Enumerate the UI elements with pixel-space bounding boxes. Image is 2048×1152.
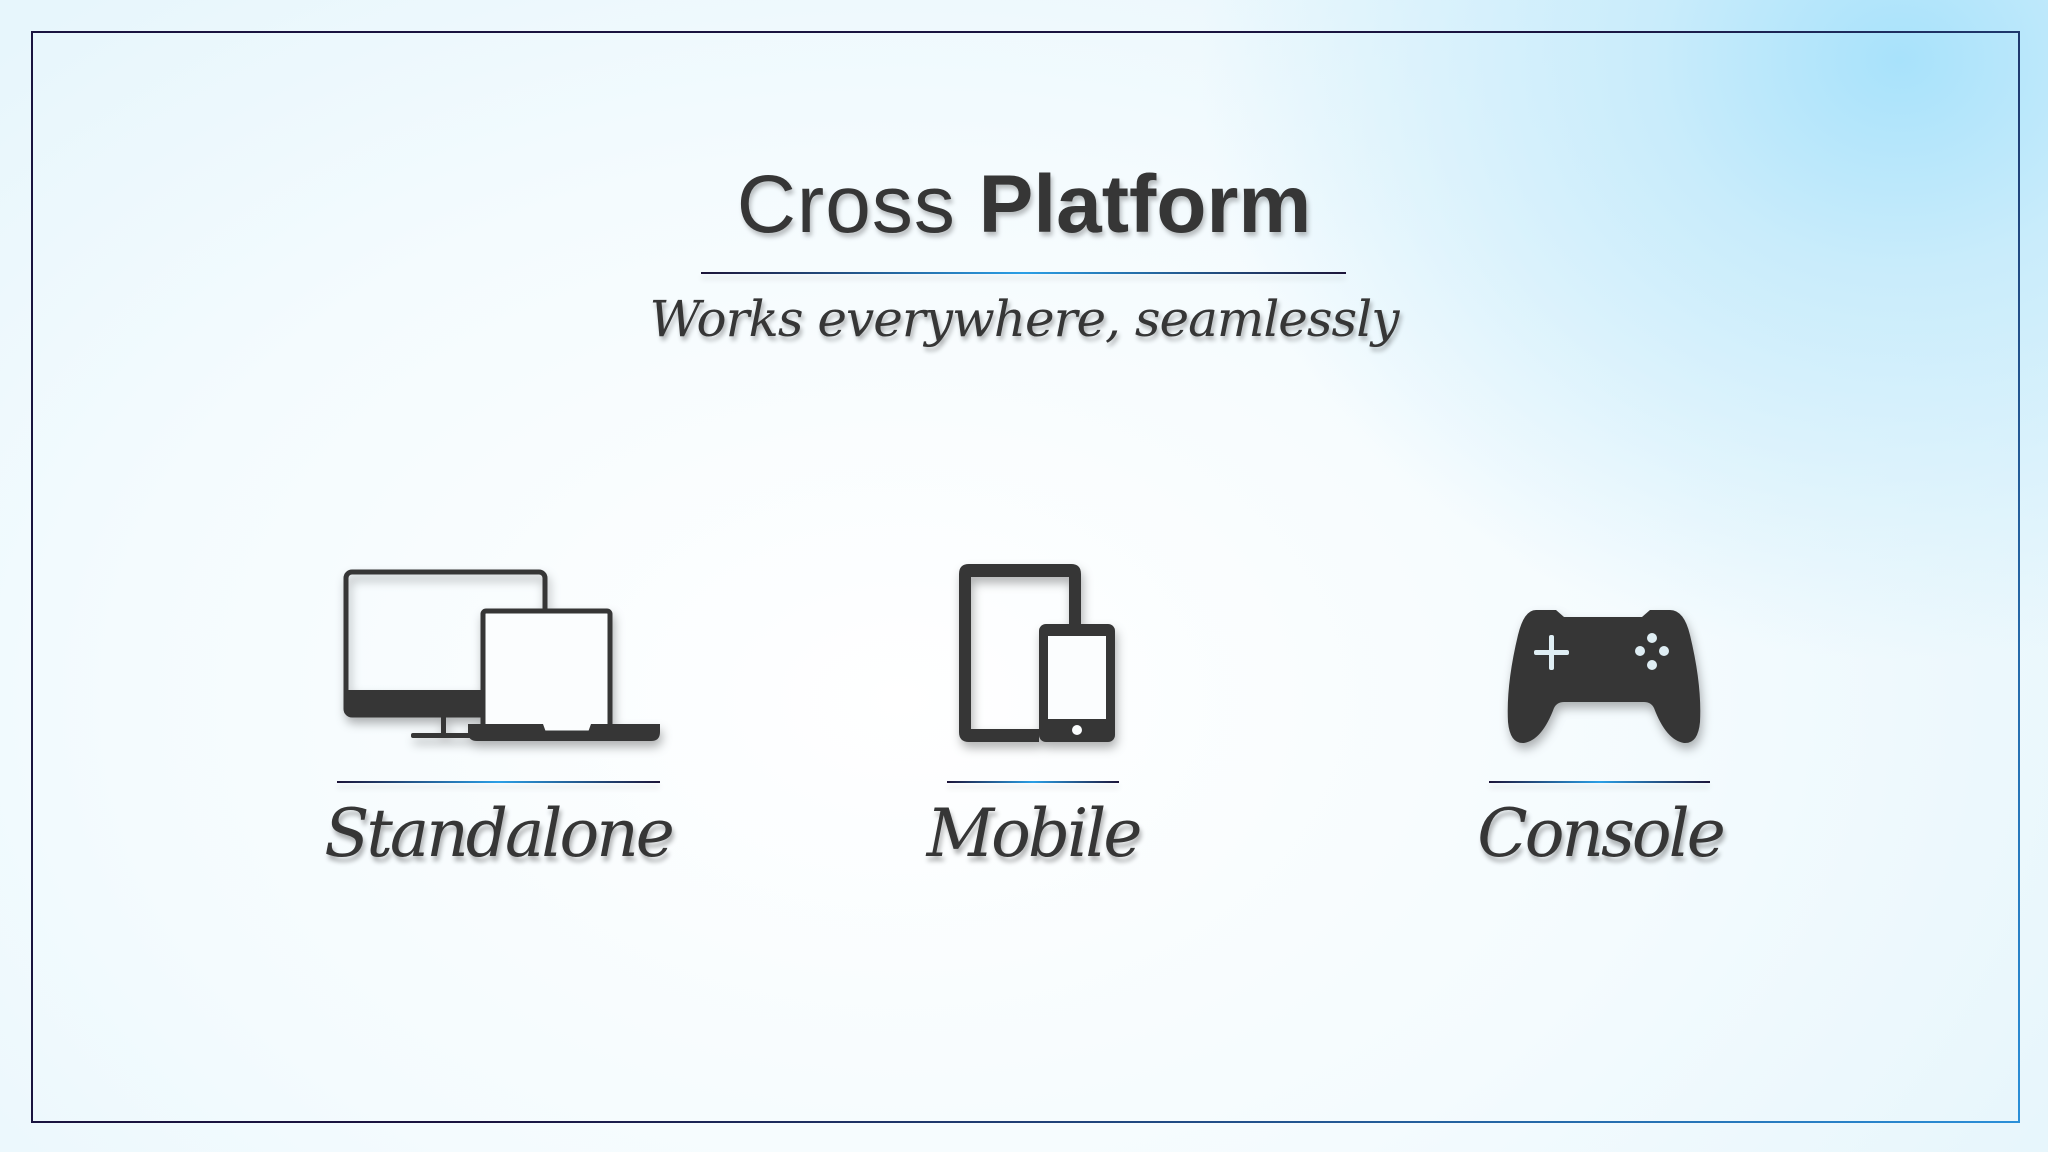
title-bold: Platform <box>978 159 1312 250</box>
title-light: Cross <box>736 159 956 250</box>
standalone-divider <box>337 781 660 783</box>
desktop-laptop-icon <box>343 569 660 741</box>
subtitle: Works everywhere, seamlessly <box>649 290 1400 348</box>
tablet-phone-icon <box>959 564 1115 742</box>
platform-label-standalone: Standalone <box>324 795 675 872</box>
platform-label-mobile: Mobile <box>926 795 1143 872</box>
mobile-divider <box>947 781 1119 783</box>
page-title: Cross Platform <box>0 158 2048 252</box>
platform-label-console: Console <box>1477 795 1726 872</box>
gamepad-icon <box>1507 610 1701 744</box>
title-divider <box>701 272 1346 274</box>
console-divider <box>1489 781 1710 783</box>
